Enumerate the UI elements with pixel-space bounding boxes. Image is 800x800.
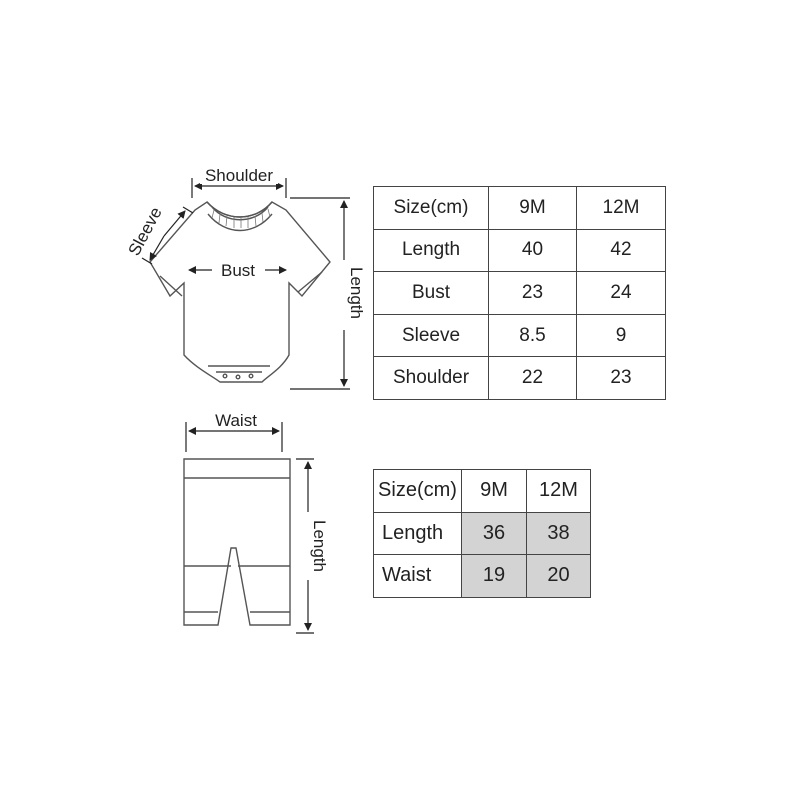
table-row: Length 36 38	[373, 511, 591, 555]
bodysuit-length-label: Length	[347, 267, 366, 319]
shoulder-label: Shoulder	[205, 166, 273, 185]
pants-length-label-bg	[302, 514, 324, 578]
table-row: Waist 19 20	[373, 554, 591, 598]
pants-shape	[183, 458, 291, 626]
collar-ribbing	[211, 208, 271, 228]
pants-length-label: Length	[310, 520, 329, 572]
table-cell: 23	[576, 356, 666, 400]
table-cell: Shoulder	[373, 356, 489, 400]
table-header-cell: Size(cm)	[373, 186, 489, 230]
table-cell: Sleeve	[373, 313, 489, 358]
table-cell: Bust	[373, 271, 489, 315]
waist-measure	[185, 422, 283, 452]
bodysuit-length-measure	[290, 197, 350, 390]
pants-size-table: Size(cm) 9M 12M Length 36 38 Waist 19 20	[373, 469, 591, 598]
table-cell: 42	[576, 228, 666, 273]
bust-label: Bust	[221, 261, 255, 280]
table-cell: 38	[526, 511, 591, 555]
table-cell: Length	[373, 228, 489, 273]
table-row: Length 40 42	[373, 228, 666, 273]
shoulder-label-bg	[200, 166, 278, 184]
waist-label-bg	[205, 410, 265, 428]
table-row: Shoulder 22 23	[373, 356, 666, 400]
table-cell: 23	[488, 271, 577, 315]
pants-length-measure	[296, 458, 314, 634]
table-header-cell: 9M	[461, 469, 527, 513]
table-header-cell: 9M	[488, 186, 577, 230]
table-cell: 36	[461, 511, 527, 555]
table-row: Sleeve 8.5 9	[373, 313, 666, 358]
bodysuit-shape	[149, 201, 331, 383]
table-header-cell: 12M	[576, 186, 666, 230]
table-cell: 40	[488, 228, 577, 273]
table-cell: Length	[373, 511, 462, 555]
table-cell: 8.5	[488, 313, 577, 358]
table-cell: Waist	[373, 554, 462, 598]
bodysuit-size-table: Size(cm) 9M 12M Length 40 42 Bust 23 24 …	[373, 186, 666, 400]
table-header-cell: Size(cm)	[373, 469, 462, 513]
table-cell: 19	[461, 554, 527, 598]
table-cell: 24	[576, 271, 666, 315]
table-cell: 22	[488, 356, 577, 400]
table-header-row: Size(cm) 9M 12M	[373, 186, 666, 230]
table-header-cell: 12M	[526, 469, 591, 513]
table-header-row: Size(cm) 9M 12M	[373, 469, 591, 513]
bodysuit-length-label-bg	[338, 262, 360, 328]
sleeve-measure	[141, 206, 194, 265]
table-cell: 20	[526, 554, 591, 598]
waist-label: Waist	[215, 411, 257, 430]
table-cell: 9	[576, 313, 666, 358]
shoulder-measure	[191, 178, 287, 198]
table-row: Bust 23 24	[373, 271, 666, 315]
